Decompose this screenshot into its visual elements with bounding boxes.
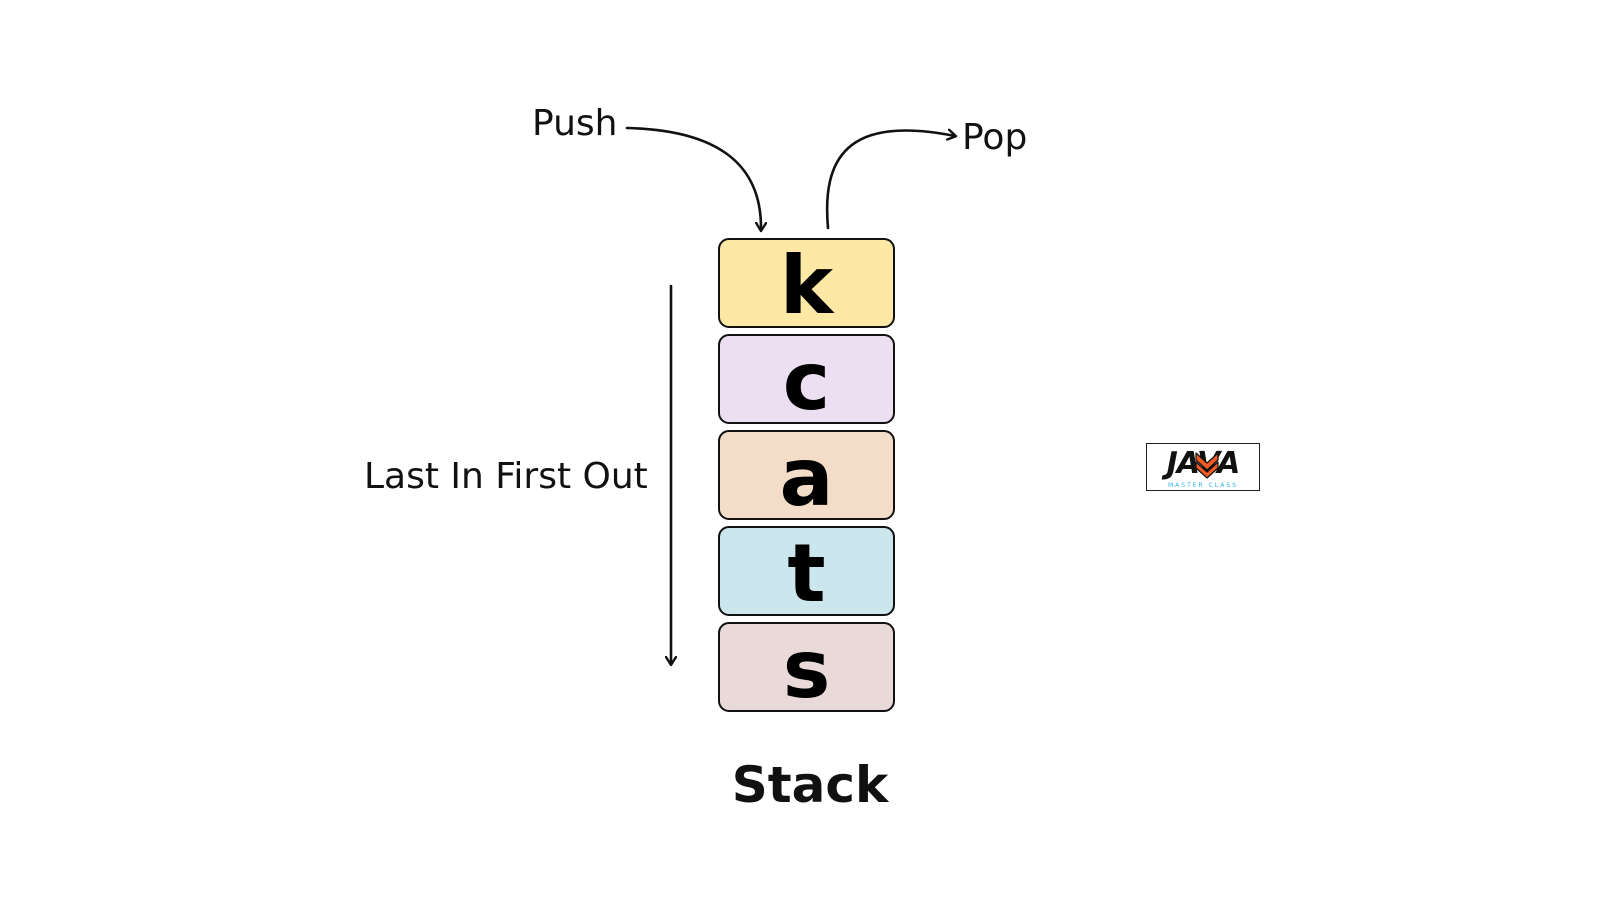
stack-cell-letter: a xyxy=(779,431,834,524)
stack-cell: t xyxy=(718,526,895,616)
stack-cell-letter: t xyxy=(787,527,826,620)
pop-label: Pop xyxy=(962,117,1028,158)
java-master-class-logo: JAVA MASTER CLASS xyxy=(1146,443,1260,491)
stack-cell-letter: k xyxy=(779,239,834,332)
stack-cell: a xyxy=(718,430,895,520)
stack-cell-bottom: s xyxy=(718,622,895,712)
stack-column: k c a t s xyxy=(718,238,895,718)
logo-subtitle: MASTER CLASS xyxy=(1167,482,1238,489)
stack-cell: c xyxy=(718,334,895,424)
stack-cell-top: k xyxy=(718,238,895,328)
stack-cell-letter: c xyxy=(782,335,831,428)
lifo-label: Last In First Out xyxy=(364,456,648,497)
chevron-logo-icon xyxy=(1195,452,1219,479)
push-arrow xyxy=(625,126,761,230)
pop-arrow xyxy=(825,130,955,230)
push-label: Push xyxy=(532,103,618,144)
stack-title: Stack xyxy=(731,756,889,814)
stack-cell-letter: s xyxy=(782,623,831,716)
